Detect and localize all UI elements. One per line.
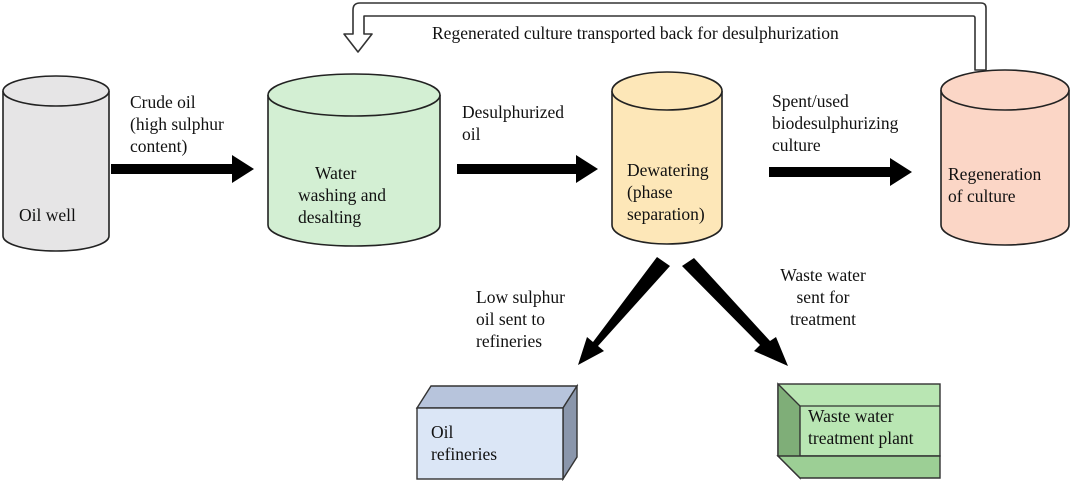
- water-washing-label: Water washing and desalting: [298, 162, 386, 228]
- waste-water-label: Waste water sent for treatment: [768, 264, 878, 330]
- spent-culture-label-line: biodesulphurizing: [772, 113, 899, 133]
- arrow-low-sulphur-oil: [578, 257, 670, 365]
- dewatering-body: [611, 91, 723, 245]
- oil-refineries-label-line: refineries: [431, 444, 498, 464]
- oil-refineries-box: [415, 383, 579, 481]
- crude-oil-label: Crude oil (high sulphur content): [130, 91, 224, 157]
- desulphurized-oil-label-line: Desulphurized: [462, 102, 565, 122]
- oil-refineries-label-line: Oil: [431, 422, 454, 442]
- desulphurized-oil-label-line: oil: [462, 124, 481, 144]
- feedback-label: Regenerated culture transported back for…: [432, 23, 839, 43]
- water-washing-top: [267, 73, 441, 117]
- oil-well-label: Oil well: [19, 204, 76, 226]
- regeneration-body: [940, 90, 1070, 246]
- water-washing-cylinder: [267, 73, 441, 247]
- oil-refineries-front-face: [416, 407, 564, 480]
- water-washing-label-line: Water: [315, 163, 357, 183]
- arrow-spent-culture: [769, 158, 912, 186]
- waste-water-label-line: Waste water: [780, 265, 866, 285]
- desulphurized-oil-label: Desulphurized oil: [462, 101, 564, 145]
- low-sulphur-oil-label: Low sulphur oil sent to refineries: [476, 286, 565, 352]
- regeneration-label-line: of culture: [948, 186, 1016, 206]
- waste-water-label-line: treatment: [789, 309, 857, 329]
- dewatering-label-line: Dewatering: [627, 160, 709, 180]
- regeneration-label: Regeneration of culture: [948, 163, 1041, 207]
- waste-water-plant-label-line: treatment plant: [808, 428, 914, 448]
- oil-well-cylinder: [2, 75, 110, 252]
- waste-water-plant-bottom-face: [776, 455, 941, 479]
- water-washing-label-line: washing and: [298, 185, 386, 205]
- spent-culture-label-line: culture: [772, 135, 821, 155]
- arrow-waste-water: [682, 258, 788, 366]
- arrow-crude-oil: [111, 155, 254, 183]
- waste-water-label-line: sent for: [796, 287, 850, 307]
- low-sulphur-oil-label-line: oil sent to: [476, 309, 546, 329]
- oil-well-body: [2, 91, 110, 252]
- dewatering-label-line: (phase: [627, 182, 673, 202]
- waste-water-plant-label: Waste water treatment plant: [808, 405, 913, 449]
- water-washing-label-line: desalting: [298, 207, 362, 227]
- arrow-desulphurized-oil: [457, 155, 598, 183]
- feedback-arrow: [343, 2, 987, 71]
- waste-water-plant-box: [776, 382, 941, 480]
- dewatering-top: [611, 71, 723, 111]
- spent-culture-label-line: Spent/used: [772, 91, 849, 111]
- dewatering-cylinder: [611, 71, 723, 245]
- oil-refineries-label: Oil refineries: [431, 421, 497, 465]
- oil-well-label-line: Oil well: [19, 205, 76, 225]
- oil-well-top: [2, 75, 110, 107]
- oil-refineries-top-face: [415, 385, 579, 409]
- crude-oil-label-line: content): [130, 136, 188, 156]
- dewatering-label-line: separation): [627, 204, 705, 224]
- crude-oil-label-line: Crude oil: [130, 92, 196, 112]
- water-washing-body: [267, 95, 441, 247]
- low-sulphur-oil-label-line: Low sulphur: [476, 287, 565, 307]
- regeneration-cylinder: [940, 69, 1070, 246]
- spent-culture-label: Spent/used biodesulphurizing culture: [772, 90, 898, 156]
- crude-oil-label-line: (high sulphur: [130, 114, 224, 134]
- dewatering-label: Dewatering (phase separation): [627, 159, 709, 225]
- waste-water-plant-label-line: Waste water: [808, 406, 894, 426]
- waste-water-plant-back-face: [777, 383, 941, 457]
- regeneration-label-line: Regeneration: [948, 164, 1042, 184]
- low-sulphur-oil-label-line: refineries: [476, 331, 543, 351]
- regeneration-top: [940, 69, 1070, 111]
